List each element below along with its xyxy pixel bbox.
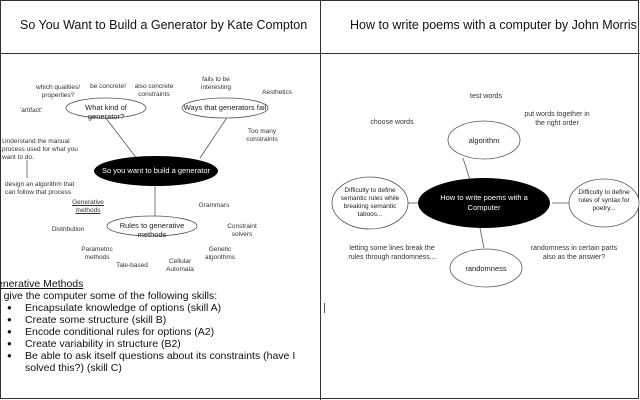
list-item: ● Create variability in structure (B2) bbox=[7, 338, 318, 350]
list-item-text: Encode conditional rules for options (A2… bbox=[25, 326, 215, 338]
left-panel-title: So You Want to Build a Generator by Kate… bbox=[20, 18, 308, 32]
node-randomness bbox=[449, 248, 523, 288]
bullet-icon: ● bbox=[7, 303, 12, 312]
label-fails-interesting: fails to be interesting bbox=[201, 76, 231, 91]
node-algorithm bbox=[447, 120, 521, 160]
node-ways-fail-label: Ways that generators fail bbox=[183, 103, 267, 112]
node-center-generator bbox=[94, 156, 218, 186]
label-put-together: put words together in the right order bbox=[524, 111, 590, 127]
label-letting-lines: letting some lines break the rules throu… bbox=[348, 245, 436, 261]
list-item: ● Create some structure (skill B) bbox=[7, 314, 318, 326]
list-item: ● Encapsulate knowledge of options (skill… bbox=[7, 302, 318, 314]
methods-heading: enerative Methods bbox=[0, 278, 84, 290]
node-syntax-label: Difficulty to define rules of syntax for… bbox=[578, 189, 630, 212]
panel-divider-vertical bbox=[320, 0, 321, 400]
methods-list: ● Encapsulate knowledge of options (skill… bbox=[0, 302, 318, 374]
label-design-algorithm: design an algorithm that can follow that… bbox=[5, 181, 75, 196]
node-randomness-label: randomness bbox=[465, 264, 507, 273]
generative-methods-section: enerative Methods ll give the computer s… bbox=[0, 278, 318, 374]
label-which-qualities: which qualities/ properties? bbox=[35, 84, 81, 99]
label-randomness-parts: randomness in certain parts also as the … bbox=[530, 245, 618, 261]
right-panel-title: How to write poems with a computer by Jo… bbox=[350, 18, 637, 32]
label-generative-methods: Generative methods bbox=[72, 199, 104, 214]
label-understand: Understand the manual process used for w… bbox=[2, 138, 78, 161]
label-also-concrete: also concrete constraints bbox=[134, 83, 174, 98]
list-item-text: Be able to ask itself questions about it… bbox=[25, 350, 296, 374]
label-grammars: Grammars bbox=[198, 202, 230, 209]
label-distribution: Distribution bbox=[51, 226, 85, 233]
node-what-kind bbox=[65, 97, 147, 119]
label-genetic: Genetic algorithms bbox=[205, 246, 235, 261]
label-test-words: test words bbox=[470, 93, 502, 100]
label-too-many: Too many constraints bbox=[246, 128, 278, 143]
node-syntax bbox=[568, 178, 640, 228]
title-divider-horizontal bbox=[0, 53, 640, 54]
node-semantic bbox=[331, 176, 409, 230]
label-artifact: 'artifact' bbox=[20, 107, 42, 114]
connector-whatkind-center bbox=[104, 116, 139, 161]
label-parametric: Parametric methods bbox=[81, 246, 113, 261]
list-item-text: Encapsulate knowledge of options (skill … bbox=[25, 302, 222, 314]
node-center-poems bbox=[418, 178, 550, 228]
node-rules bbox=[106, 215, 198, 237]
node-semantic-label: Difficulty to define semantic rules whil… bbox=[340, 187, 400, 218]
connector-algorithm-center bbox=[462, 157, 471, 181]
node-what-kind-label: What kind of generator? bbox=[85, 103, 127, 121]
connector-waysfail-center bbox=[199, 115, 229, 159]
label-tale-based: Tale-based bbox=[116, 262, 148, 269]
node-ways-fail bbox=[181, 97, 269, 119]
bullet-icon: ● bbox=[7, 339, 12, 348]
node-rules-label: Rules to generative methods bbox=[119, 221, 185, 239]
list-item-text: Create variability in structure (B2) bbox=[25, 338, 181, 350]
list-item: ● Be able to ask itself questions about i… bbox=[7, 350, 318, 374]
text-cursor bbox=[324, 303, 325, 313]
bullet-icon: ● bbox=[7, 315, 12, 324]
node-center-poems-label: How to write poems with a Computer bbox=[440, 193, 528, 212]
label-cellular: Cellular Automata bbox=[166, 258, 194, 273]
node-algorithm-label: algorithm bbox=[468, 136, 500, 145]
label-choose-words: choose words bbox=[370, 119, 414, 126]
methods-intro: ll give the computer some of the followi… bbox=[0, 290, 218, 302]
bullet-icon: ● bbox=[7, 327, 12, 336]
label-aesthetics: Aesthetics bbox=[262, 89, 292, 96]
list-item-text: Create some structure (skill B) bbox=[25, 314, 167, 326]
list-item: ● Encode conditional rules for options (A… bbox=[7, 326, 318, 338]
label-be-concrete: be concrete! bbox=[90, 83, 126, 90]
label-constraint-solvers: Constraint solvers bbox=[227, 223, 257, 238]
connector-center-randomness bbox=[479, 227, 485, 249]
node-center-generator-label: So you want to build a generator bbox=[102, 166, 210, 175]
bullet-icon: ● bbox=[7, 351, 12, 360]
